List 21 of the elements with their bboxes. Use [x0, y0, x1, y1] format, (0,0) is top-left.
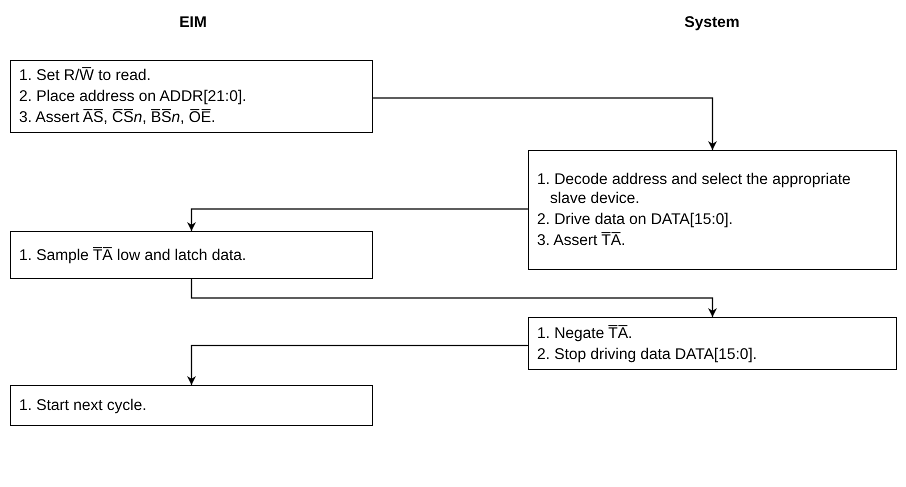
- column-heading: System: [684, 14, 740, 32]
- process-box: [528, 317, 897, 370]
- connector-arrow: [373, 97, 717, 150]
- step-text: 2. Drive data on DATA[15:0].: [537, 210, 734, 229]
- process-box: [10, 385, 373, 426]
- step-text: 1. Negate T̅A̅.: [537, 324, 634, 342]
- step-text: 1. Sample T̅A̅ low and latch data.: [19, 246, 248, 264]
- process-box: [528, 150, 897, 270]
- process-box: [10, 231, 373, 279]
- connector-arrow: [187, 208, 528, 231]
- connector-arrow: [190, 279, 717, 317]
- step-text: 2. Place address on ADDR[21:0].: [19, 87, 248, 106]
- step-text: 3. Assert T̅A̅.: [537, 231, 626, 250]
- step-text: 2. Stop driving data DATA[15:0].: [537, 344, 758, 364]
- step-text: 1. Set R/W̅ to read.: [19, 66, 152, 85]
- step-text: 1. Start next cycle.: [19, 396, 148, 415]
- process-box: [10, 60, 373, 133]
- step-text: 3. Assert A̅S̅, C̅S̅n, B̅S̅n, O̅E̅.: [19, 108, 216, 127]
- connector-arrow: [187, 344, 528, 385]
- column-heading: EIM: [179, 14, 207, 32]
- step-text: 1. Decode address and select the appropriate slave device.: [537, 170, 852, 208]
